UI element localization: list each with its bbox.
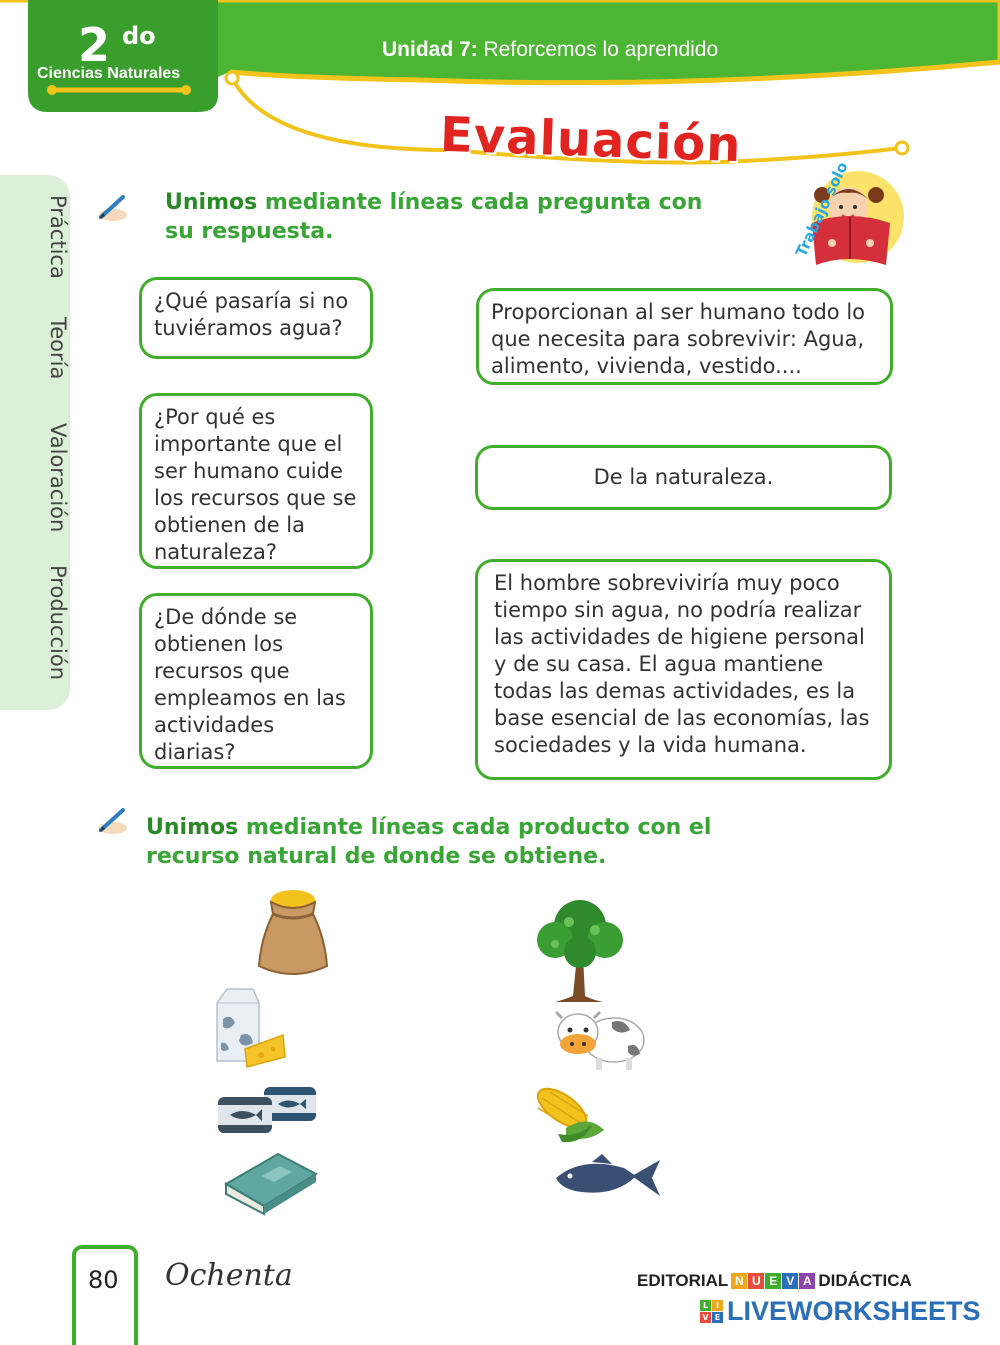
lw-letter: E	[712, 1312, 723, 1323]
book-icon[interactable]	[222, 1148, 320, 1216]
instruction-bold: Unimos	[165, 190, 258, 215]
page-number-box	[72, 1245, 138, 1345]
liveworksheets-text: LIVEWORKSHEETS	[727, 1296, 981, 1326]
side-tab	[0, 175, 70, 710]
unit-label: Unidad 7:	[382, 38, 478, 61]
girl-reading-icon	[812, 171, 904, 265]
flour-sack-icon[interactable]	[253, 888, 333, 980]
answer-3[interactable]: El hombre sobreviviría muy poco tiempo s…	[475, 559, 892, 780]
fish-icon[interactable]	[552, 1152, 664, 1202]
tree-icon[interactable]	[533, 896, 627, 1006]
question-3[interactable]: ¿De dónde se obtienen los recursos que e…	[139, 593, 373, 769]
lw-grid-icon: L I V E	[700, 1300, 723, 1323]
unit-title: Unidad 7: Reforcemos lo aprendido	[382, 38, 718, 62]
lw-letter: V	[700, 1312, 711, 1323]
nueva-letter: N	[731, 1273, 748, 1289]
side-tab-teoria: Teoría	[46, 317, 70, 380]
grade-tab	[28, 0, 218, 112]
activity2-instruction: Unimos mediante líneas cada producto con…	[146, 813, 786, 871]
nueva-letter: E	[765, 1273, 782, 1289]
answer-2[interactable]: De la naturaleza.	[475, 445, 892, 510]
editorial-right: DIDÁCTICA	[818, 1271, 912, 1290]
cow-icon[interactable]	[552, 1006, 648, 1072]
lw-letter: L	[700, 1300, 711, 1311]
question-1[interactable]: ¿Qué pasaría si no tuviéramos agua?	[139, 277, 373, 359]
subject-label: Ciencias Naturales	[37, 65, 181, 82]
grade-suffix: do	[122, 22, 156, 50]
nueva-letter: A	[799, 1273, 816, 1289]
editorial-nueva: N U E V A	[731, 1273, 816, 1289]
side-tab-valoracion: Valoración	[46, 423, 70, 533]
page-number-word: Ochenta	[165, 1258, 293, 1293]
editorial-logo: EDITORIAL N U E V A DIDÁCTICA	[637, 1271, 912, 1291]
side-tab-practica: Práctica	[46, 195, 70, 279]
page-number: 80	[88, 1266, 119, 1294]
instruction-rest: mediante líneas cada pregunta con su res…	[165, 190, 703, 244]
unit-name: Reforcemos lo aprendido	[483, 38, 719, 61]
liveworksheets-logo[interactable]: L I V E LIVEWORKSHEETS	[700, 1296, 981, 1327]
lw-letter: I	[712, 1300, 723, 1311]
nueva-letter: V	[782, 1273, 799, 1289]
nueva-letter: U	[748, 1273, 765, 1289]
corn-icon[interactable]	[532, 1084, 608, 1144]
canned-fish-icon[interactable]	[216, 1085, 320, 1135]
header-banner	[0, 0, 1000, 165]
pencil-icon	[99, 808, 127, 834]
side-tab-produccion: Producción	[46, 565, 70, 681]
instruction-bold: Unimos	[146, 815, 239, 840]
grade-number: 2	[78, 18, 111, 72]
pencil-icon	[99, 195, 127, 221]
page-title: Evaluación	[439, 106, 743, 174]
instruction-rest: mediante líneas cada producto con el rec…	[146, 815, 712, 869]
milk-cheese-icon[interactable]	[213, 985, 289, 1069]
answer-1[interactable]: Proporcionan al ser humano todo lo que n…	[476, 288, 893, 385]
question-2[interactable]: ¿Por qué es importante que el ser humano…	[139, 393, 373, 569]
activity1-instruction: Unimos mediante líneas cada pregunta con…	[165, 188, 725, 246]
editorial-left: EDITORIAL	[637, 1271, 729, 1290]
